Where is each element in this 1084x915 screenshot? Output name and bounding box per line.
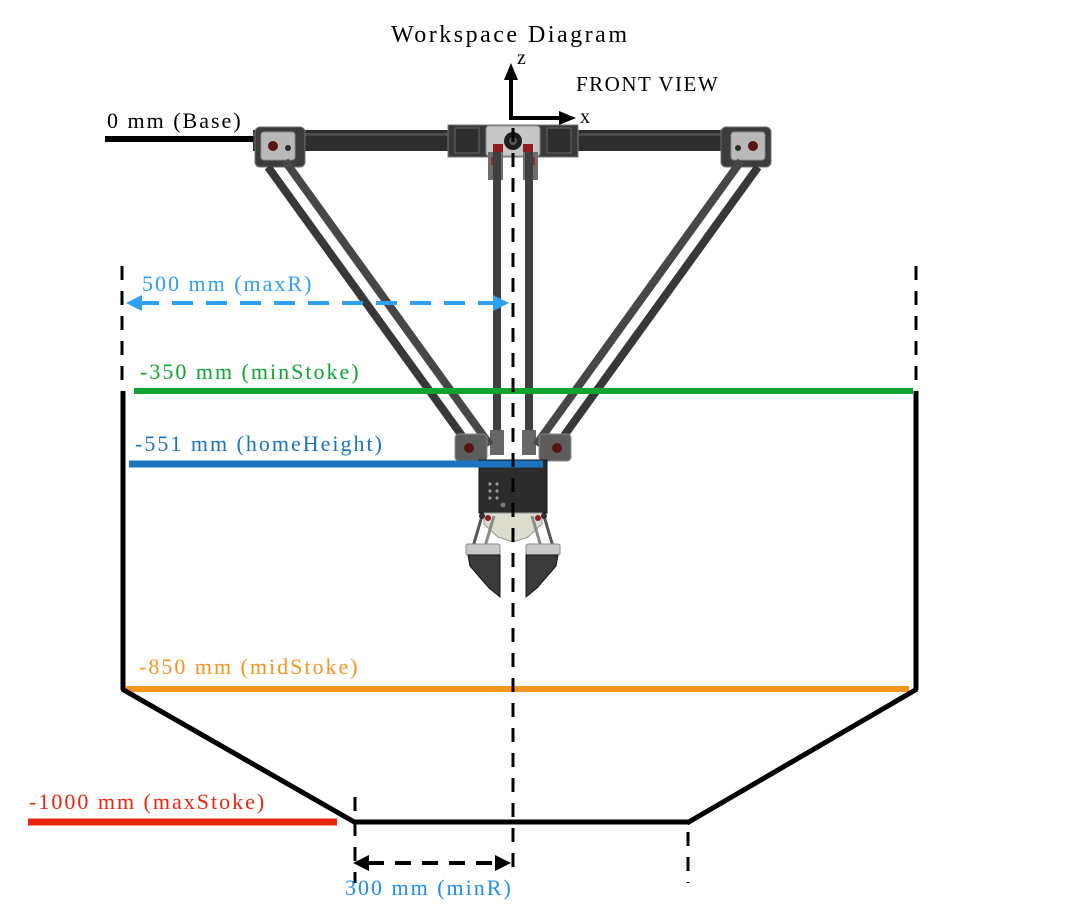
z-axis-label: z <box>517 47 526 69</box>
level-label-maxstoke: -1000 mm (maxStoke) <box>29 789 267 814</box>
dashed-guide-lines <box>120 128 918 883</box>
x-axis-label: x <box>580 106 590 128</box>
robot-gripper <box>465 512 561 599</box>
workspace-outline-left-slope <box>120 686 358 826</box>
dimension-label-maxr: 500 mm (maxR) <box>142 271 314 296</box>
diagram-title: Workspace Diagram <box>391 22 630 48</box>
robot-left-shoulder-joint <box>254 126 306 168</box>
level-label-midstoke: -850 mm (midStoke) <box>139 654 360 679</box>
dimension-label-minr: 300 mm (minR) <box>345 875 513 900</box>
maxr-right-arrowhead <box>493 295 509 311</box>
z-axis-arrowhead <box>504 63 518 80</box>
maxr-left-arrowhead <box>126 295 142 311</box>
maxr-dimension-arrow <box>126 295 509 311</box>
level-label-base: 0 mm (Base) <box>107 108 243 133</box>
front-view-label: FRONT VIEW <box>576 72 720 96</box>
x-axis-arrowhead <box>559 111 576 125</box>
coordinate-axes <box>504 63 576 125</box>
robot-right-shoulder-joint <box>720 126 772 168</box>
robot-elbow-joints <box>454 433 572 462</box>
minr-right-arrowhead <box>495 855 511 871</box>
workspace-outline <box>120 391 919 826</box>
level-label-minstoke: -350 mm (minStoke) <box>140 359 361 384</box>
minr-left-arrowhead <box>353 855 369 871</box>
level-label-homeheight: -551 mm (homeHeight) <box>135 431 384 456</box>
workspace-outline-right-slope <box>685 686 919 826</box>
minr-dimension-arrow <box>353 855 511 871</box>
